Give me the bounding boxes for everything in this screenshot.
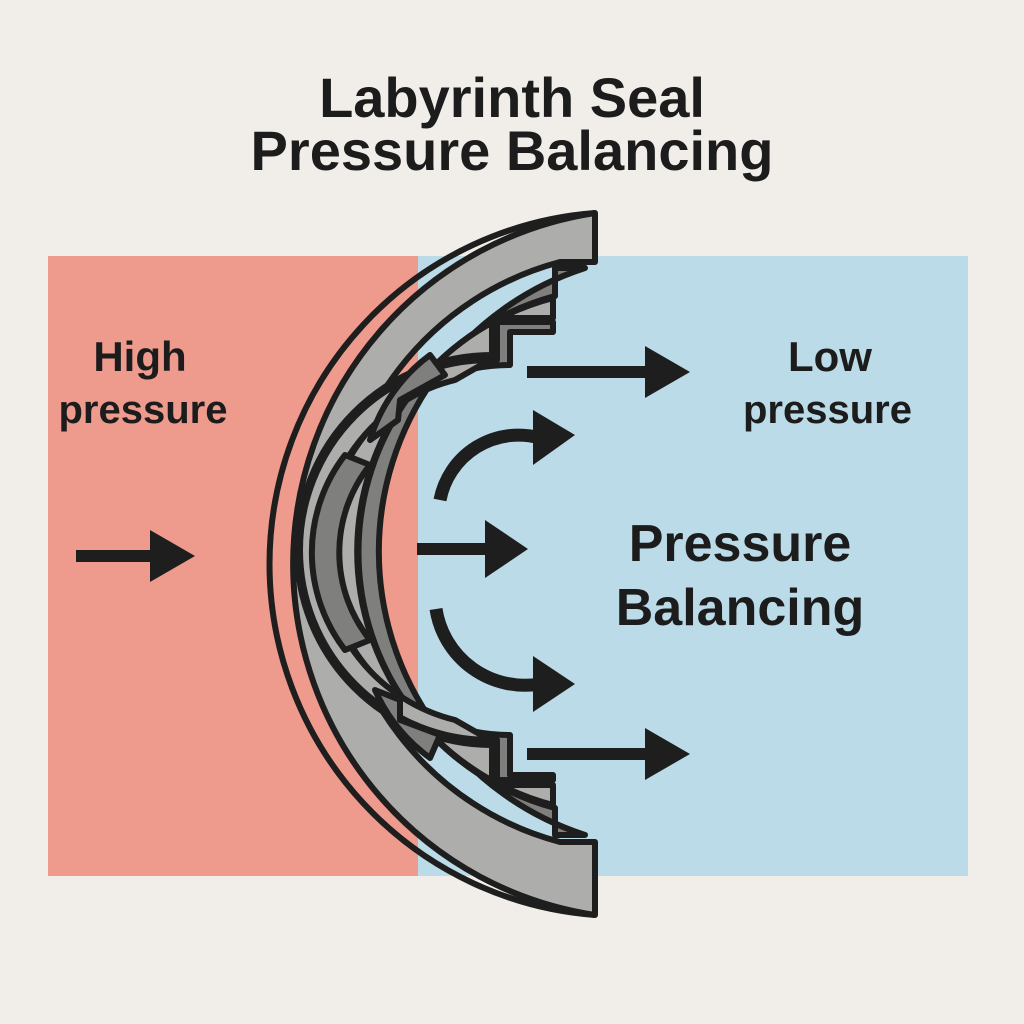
high-pressure-label-line-2: pressure [58,388,228,432]
title-line-2: Pressure Balancing [250,119,774,182]
title-line-1: Labyrinth Seal [319,66,705,129]
labyrinth-tooth-middle [308,452,373,653]
labyrinth-tooth-lower [372,687,443,761]
inlet-arrow [76,530,195,582]
pressure-balancing-label-line-2: Balancing [615,579,865,637]
curved-arrow-down [429,607,575,712]
labyrinth-tooth-upper [367,352,448,443]
low-pressure-label-line-2: pressure [743,388,912,432]
high-pressure-label-line-1: High [93,333,187,380]
bottom-outlet-arrow [527,728,690,780]
outer-ring-shell [266,210,596,918]
seal-body [266,210,598,918]
low-pressure-label-line-1: Low [788,333,872,380]
curved-arrow-up [433,410,575,502]
flow-arrows [76,346,690,780]
top-outlet-arrow [527,346,690,398]
center-arrow [417,520,528,578]
pressure-balancing-label-line-1: Pressure [628,515,852,573]
